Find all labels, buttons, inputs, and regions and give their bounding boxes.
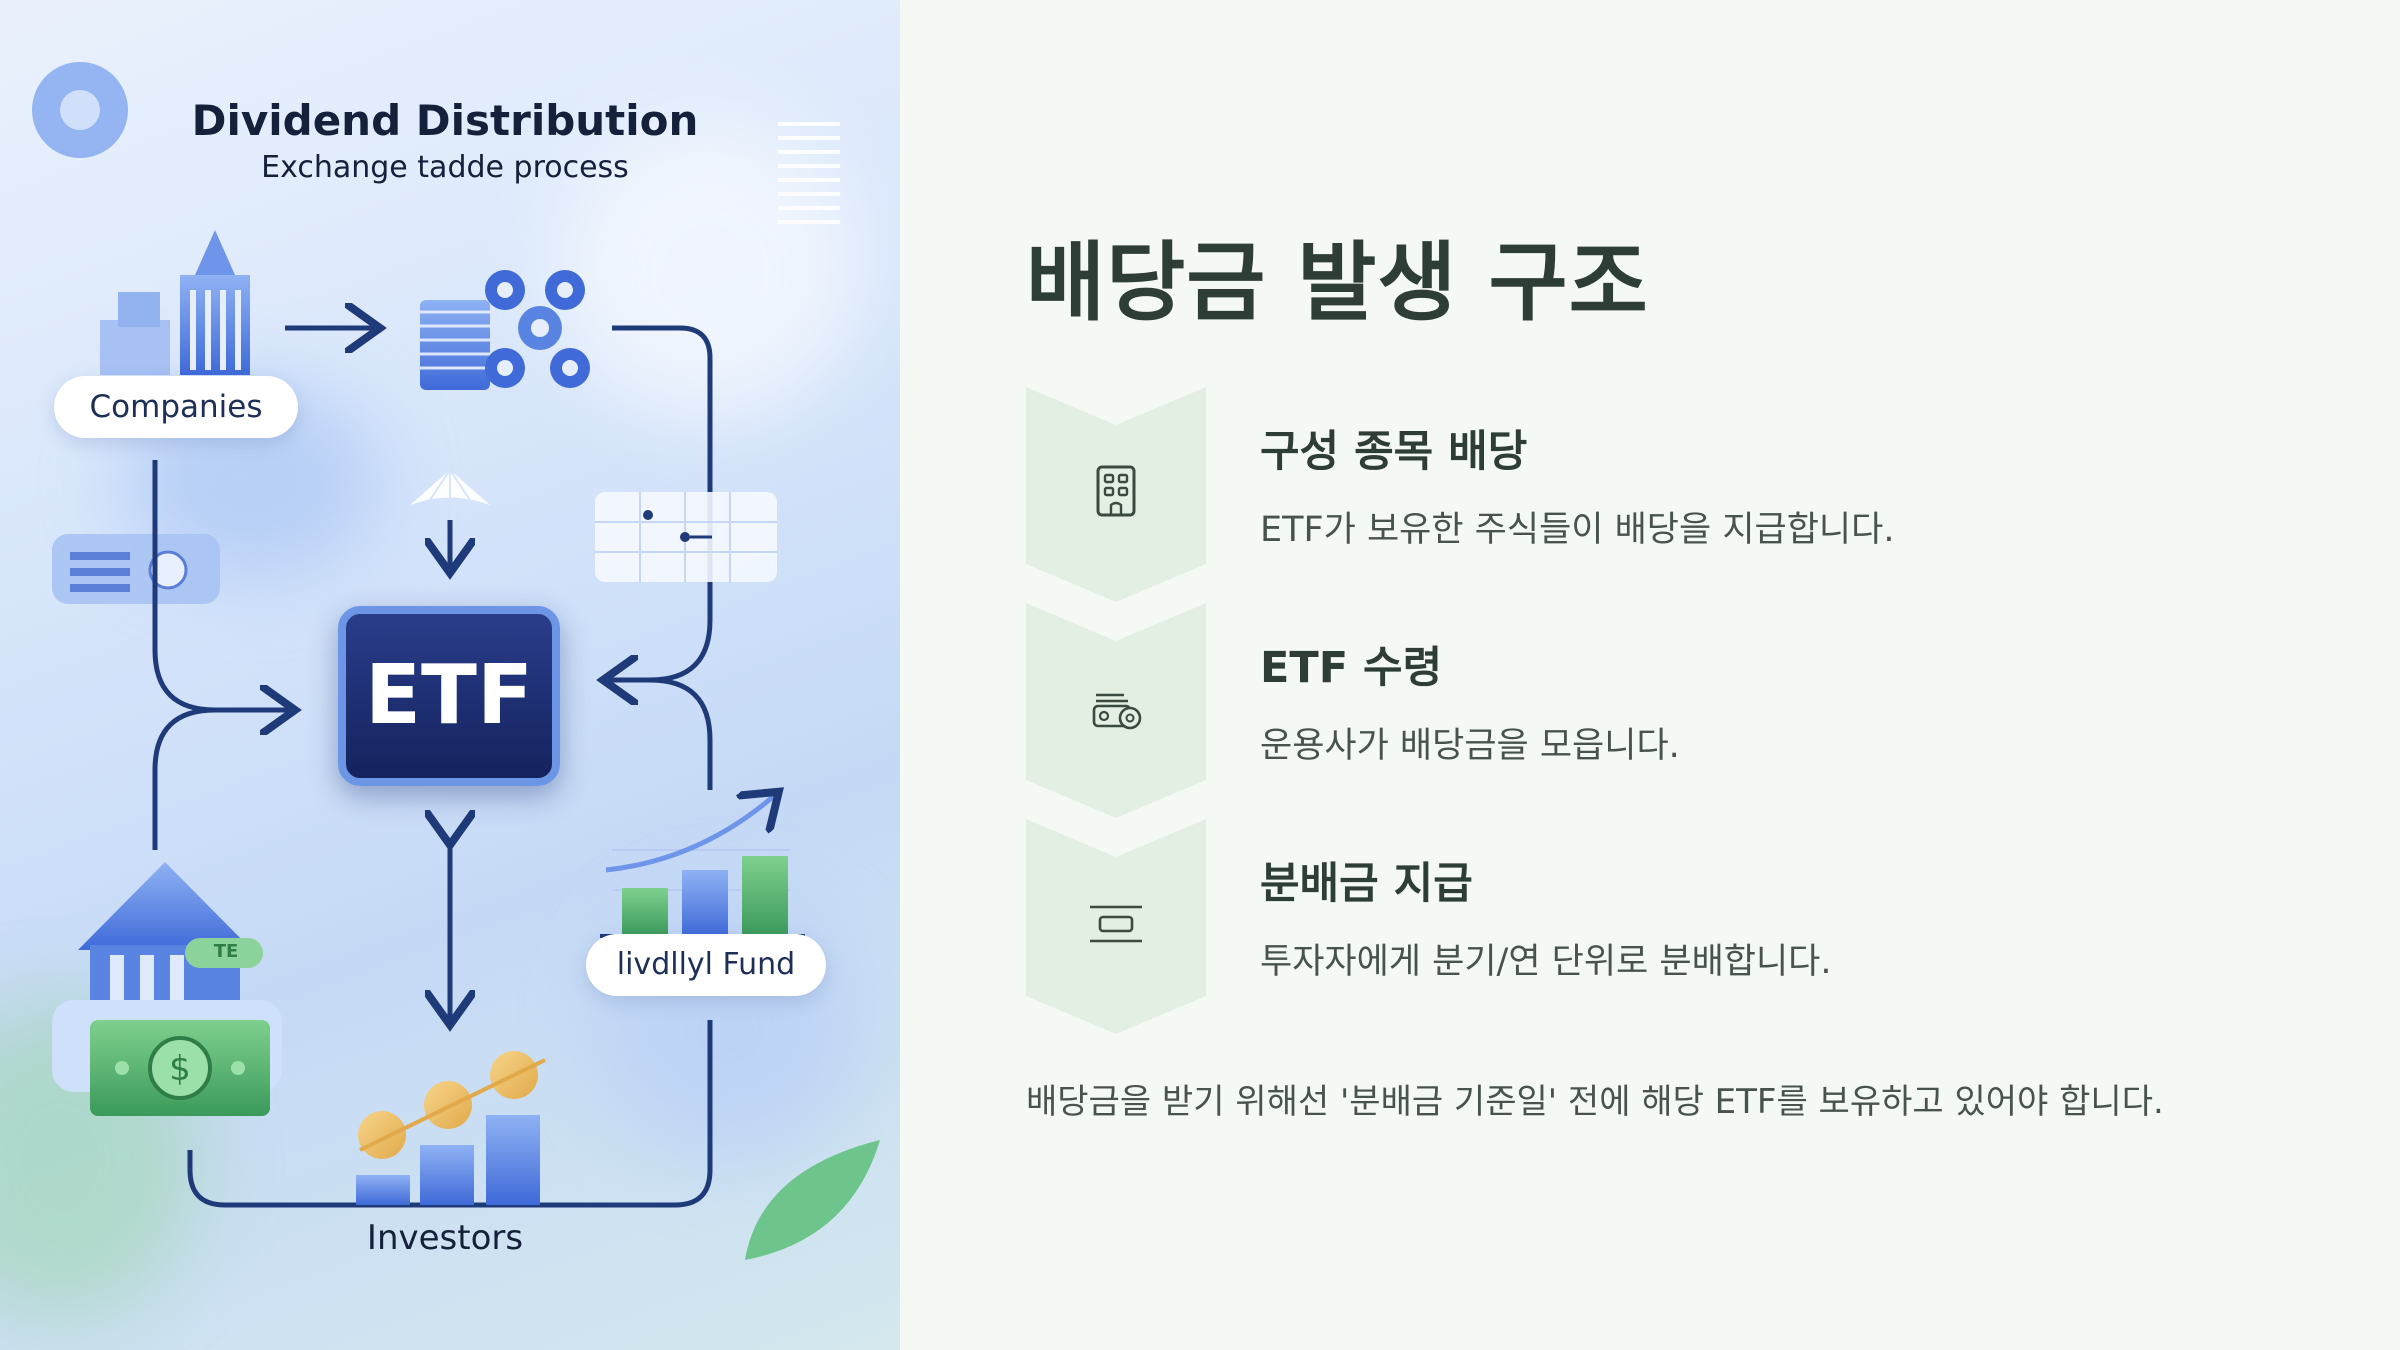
distribution-icon <box>1090 905 1142 943</box>
step-description: 투자자에게 분기/연 단위로 분배합니다. <box>1260 942 1832 982</box>
step-title: 구성 종목 배당 <box>1260 427 1528 477</box>
page-title: 배당금 발생 구조 <box>1026 233 1649 333</box>
menu-lines-icon <box>778 122 840 224</box>
grid-card-icon <box>595 492 777 582</box>
growth-chart-icon <box>600 795 805 938</box>
investors-coins-icon <box>356 1051 546 1205</box>
money-stack-icon <box>1092 693 1142 730</box>
payment-card-icon <box>52 534 220 604</box>
flow-diagram: $ <box>32 62 880 1260</box>
companies-label: Companies <box>54 376 298 438</box>
gear-icon <box>32 62 128 158</box>
illustration-panel: $ Dividend <box>0 0 900 1350</box>
companies-buildings-icon <box>100 230 250 375</box>
fund-label: livdllyl Fund <box>586 934 826 996</box>
building-icon <box>1096 465 1136 517</box>
leaf-icon <box>745 1140 880 1260</box>
step-item: ETF 수령 운용사가 배당금을 모읍니다. <box>1026 603 2226 818</box>
step-description: 운용사가 배당금을 모읍니다. <box>1260 726 1680 766</box>
fan-icon <box>410 469 490 505</box>
investors-label: Investors <box>366 1218 524 1258</box>
chevron-shape <box>1026 387 1206 602</box>
etf-label: ETF <box>338 606 560 786</box>
step-item: 분배금 지급 투자자에게 분기/연 단위로 분배합니다. <box>1026 819 2226 1034</box>
house-money-icon: $ <box>52 862 282 1116</box>
chevron-shape <box>1026 819 1206 1034</box>
illustration-subtitle: Exchange tadde process <box>261 150 629 185</box>
step-description: ETF가 보유한 주식들이 배당을 지급합니다. <box>1260 510 1895 550</box>
footnote: 배당금을 받기 위해선 '분배금 기준일' 전에 해당 ETF를 보유하고 있어… <box>1026 1082 2164 1122</box>
step-title: 분배금 지급 <box>1260 859 1473 909</box>
illustration-title: Dividend Distribution <box>191 96 699 145</box>
chevron-shape <box>1026 603 1206 818</box>
step-title: ETF 수령 <box>1260 643 1443 693</box>
step-item: 구성 종목 배당 ETF가 보유한 주식들이 배당을 지급합니다. <box>1026 387 2226 602</box>
svg-text:$: $ <box>169 1049 191 1089</box>
coin-stack-icon <box>420 270 590 390</box>
etf-badge: TE <box>213 941 239 962</box>
